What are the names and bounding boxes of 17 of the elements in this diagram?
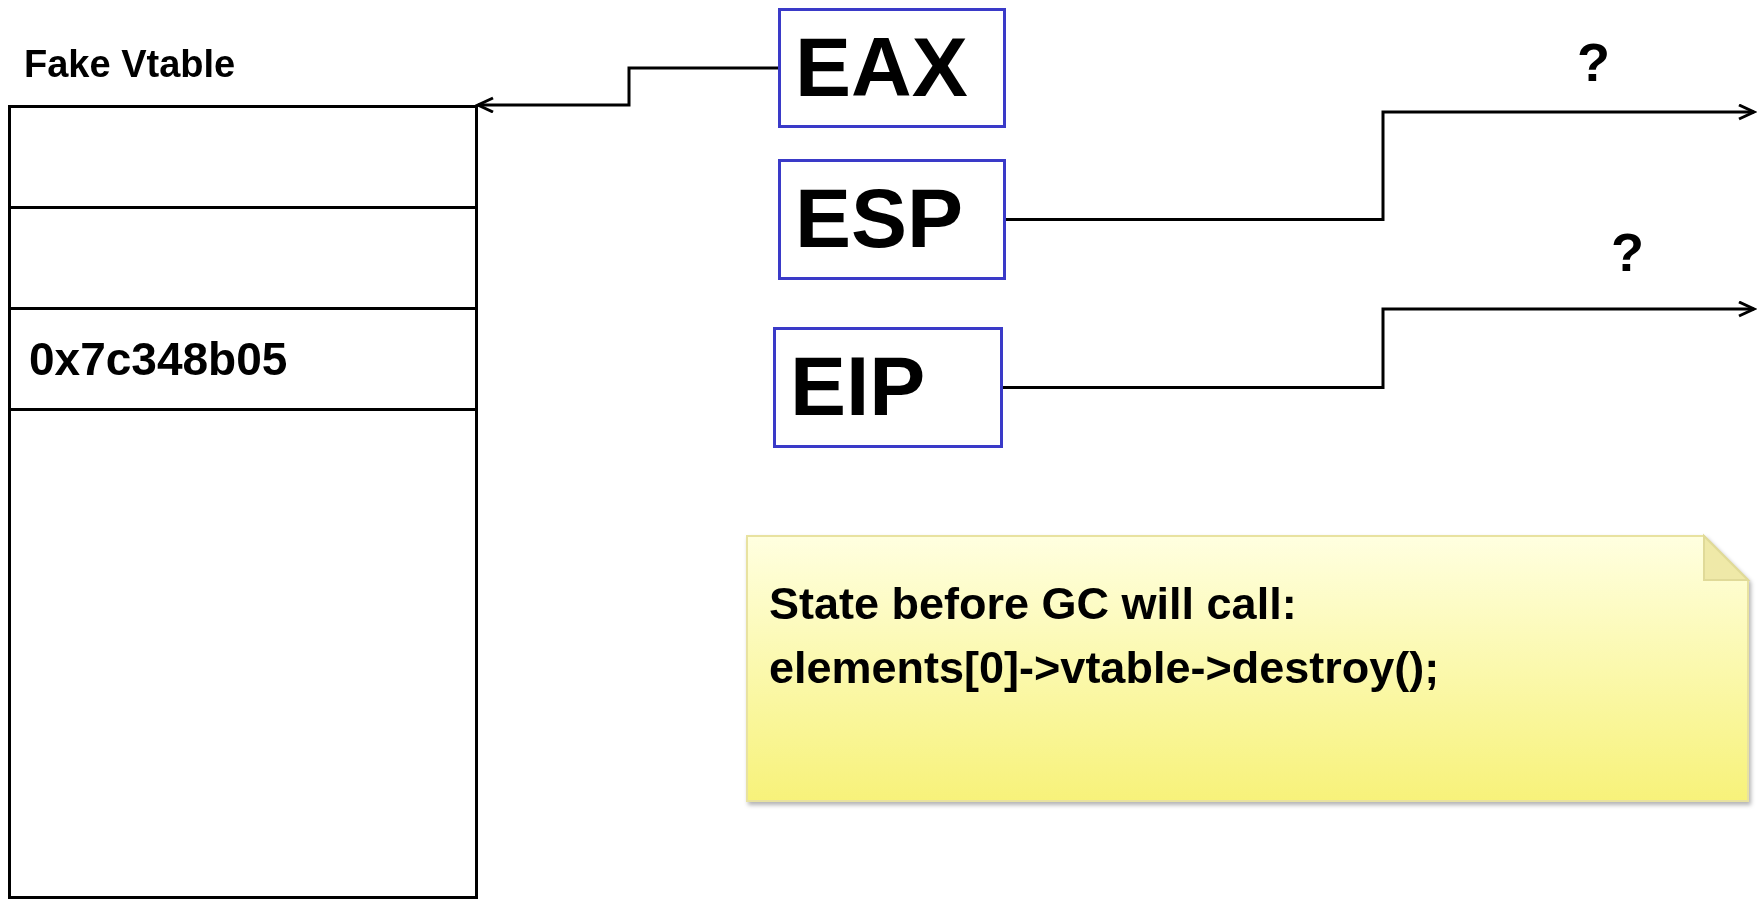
arrow — [1003, 300, 1756, 389]
register-box — [773, 327, 1003, 448]
note-text: State before GC will call: elements[0]->vtable->destroy(); — [769, 577, 1441, 695]
vtable-slot — [8, 105, 478, 209]
register-name: EIP — [790, 338, 926, 435]
vtable-slot — [8, 408, 478, 899]
vtable-slot — [8, 206, 478, 310]
vtable-slot — [8, 307, 478, 411]
arrow — [476, 66, 778, 114]
register-name: ESP — [795, 170, 964, 267]
register-box — [778, 159, 1006, 280]
arrow — [1006, 103, 1756, 221]
note-box — [747, 536, 1748, 801]
table-heading: Fake Vtable — [24, 43, 236, 86]
address-value: 0x7c348b05 — [29, 332, 288, 386]
register-name: EAX — [795, 19, 968, 116]
register-box — [778, 8, 1006, 128]
